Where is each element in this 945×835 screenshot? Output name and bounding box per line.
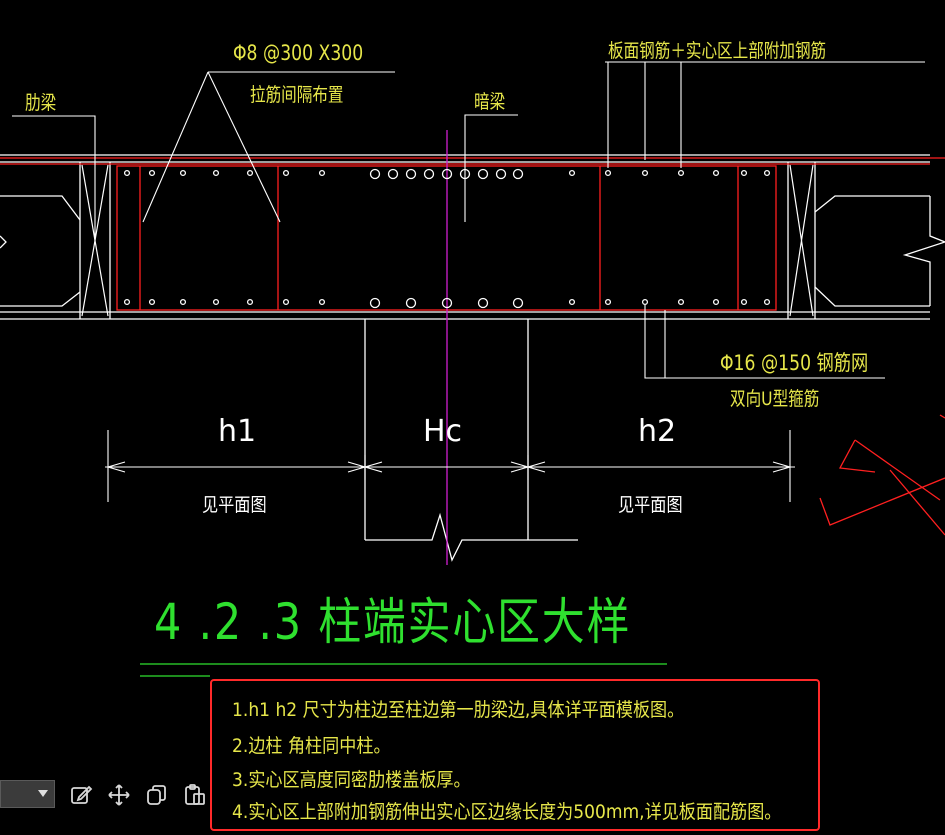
rebar-dot-top bbox=[568, 169, 576, 177]
rebar-dot-bottom bbox=[179, 298, 187, 306]
rebar-dot-top-large bbox=[405, 168, 417, 180]
rebar-dot-bottom bbox=[148, 298, 156, 306]
rebar-dot-top-large bbox=[387, 168, 399, 180]
rebar-dot-bottom bbox=[604, 298, 612, 306]
rebar-dot-bottom-large bbox=[369, 297, 381, 309]
rebar-dot-top bbox=[641, 169, 649, 177]
rebar-dot-bottom bbox=[568, 298, 576, 306]
hidden-beam-label: 暗梁 bbox=[474, 91, 506, 113]
rebar-dot-top bbox=[763, 169, 771, 177]
rebar-dot-bottom-large bbox=[477, 297, 489, 309]
rebar-dot-top bbox=[677, 169, 685, 177]
rebar-dot-top-large bbox=[477, 168, 489, 180]
rebar-dots bbox=[123, 168, 771, 309]
see-plan-right: 见平面图 bbox=[618, 494, 683, 516]
rebar-dot-bottom bbox=[123, 298, 131, 306]
chevron-down-icon bbox=[38, 790, 48, 797]
rebar-dot-bottom bbox=[677, 298, 685, 306]
see-plan-left: 见平面图 bbox=[202, 494, 267, 516]
rib-beam-label: 肋梁 bbox=[25, 92, 57, 114]
rebar-dot-top-large bbox=[512, 168, 524, 180]
rebar-dot-top-large bbox=[441, 168, 453, 180]
rebar-dot-top bbox=[179, 169, 187, 177]
rebar-dot-top bbox=[212, 169, 220, 177]
note-3: 3.实心区高度同密肋楼盖板厚。 bbox=[232, 769, 471, 791]
layer-dropdown[interactable] bbox=[0, 780, 55, 808]
bottom-toolbar bbox=[0, 772, 215, 820]
rebar-dot-bottom-large bbox=[512, 297, 524, 309]
rebar-dot-bottom bbox=[318, 298, 326, 306]
section-symbol bbox=[819, 414, 945, 536]
dimension-h2: h2 bbox=[638, 414, 677, 449]
rebar-red bbox=[0, 157, 945, 311]
paste-icon[interactable] bbox=[180, 780, 210, 810]
rebar-dot-bottom bbox=[641, 298, 649, 306]
notes-highlight-box: 1.h1 h2 尺寸为柱边至柱边第一肋梁边,具体详平面模板图。 2.边柱 角柱同… bbox=[210, 679, 820, 831]
rebar-dot-bottom bbox=[282, 298, 290, 306]
slab-outline bbox=[0, 154, 945, 562]
rebar-dot-top-large bbox=[423, 168, 435, 180]
rebar-dot-top bbox=[123, 169, 131, 177]
note-2: 2.边柱 角柱同中柱。 bbox=[232, 735, 391, 757]
rebar-dot-top bbox=[246, 169, 254, 177]
rebar-dot-top bbox=[740, 169, 748, 177]
rebar-dot-top bbox=[282, 169, 290, 177]
rebar-dot-top bbox=[148, 169, 156, 177]
rebar-dot-bottom-large bbox=[441, 297, 453, 309]
rebar-dot-bottom bbox=[212, 298, 220, 306]
mesh-spec-label: Φ16 @150 钢筋网 bbox=[720, 351, 869, 375]
rebar-dot-bottom bbox=[246, 298, 254, 306]
leader-lines bbox=[12, 61, 925, 502]
rebar-dot-top-large bbox=[369, 168, 381, 180]
dimension-h1: h1 bbox=[218, 414, 257, 449]
rebar-dot-bottom bbox=[763, 298, 771, 306]
dimension-hc: Hc bbox=[423, 414, 463, 449]
rebar-dot-top bbox=[318, 169, 326, 177]
copy-icon[interactable] bbox=[142, 780, 172, 810]
rebar-dot-bottom bbox=[712, 298, 720, 306]
drawing-title: 4 .2 .3 柱端实心区大样 bbox=[154, 593, 632, 651]
stirrup-note-label: 双向U型箍筋 bbox=[730, 388, 820, 410]
rib-beam-crosses bbox=[81, 164, 814, 317]
title-underline bbox=[140, 663, 667, 677]
slab-rebar-label: 板面钢筋＋实心区上部附加钢筋 bbox=[608, 40, 827, 62]
move-icon[interactable] bbox=[104, 780, 134, 810]
rebar-dot-bottom bbox=[740, 298, 748, 306]
tie-spec-label: Φ8 @300 X300 bbox=[233, 41, 364, 65]
note-1: 1.h1 h2 尺寸为柱边至柱边第一肋梁边,具体详平面模板图。 bbox=[232, 699, 685, 721]
rebar-dot-top bbox=[712, 169, 720, 177]
dimension-arrows bbox=[106, 461, 792, 473]
rebar-dot-top-large bbox=[495, 168, 507, 180]
rebar-dot-top bbox=[604, 169, 612, 177]
edit-icon[interactable] bbox=[66, 780, 96, 810]
rebar-dot-bottom-large bbox=[405, 297, 417, 309]
note-4: 4.实心区上部附加钢筋伸出实心区边缘长度为500mm,详见板面配筋图。 bbox=[232, 801, 782, 823]
tie-note-label: 拉筋间隔布置 bbox=[250, 84, 344, 106]
